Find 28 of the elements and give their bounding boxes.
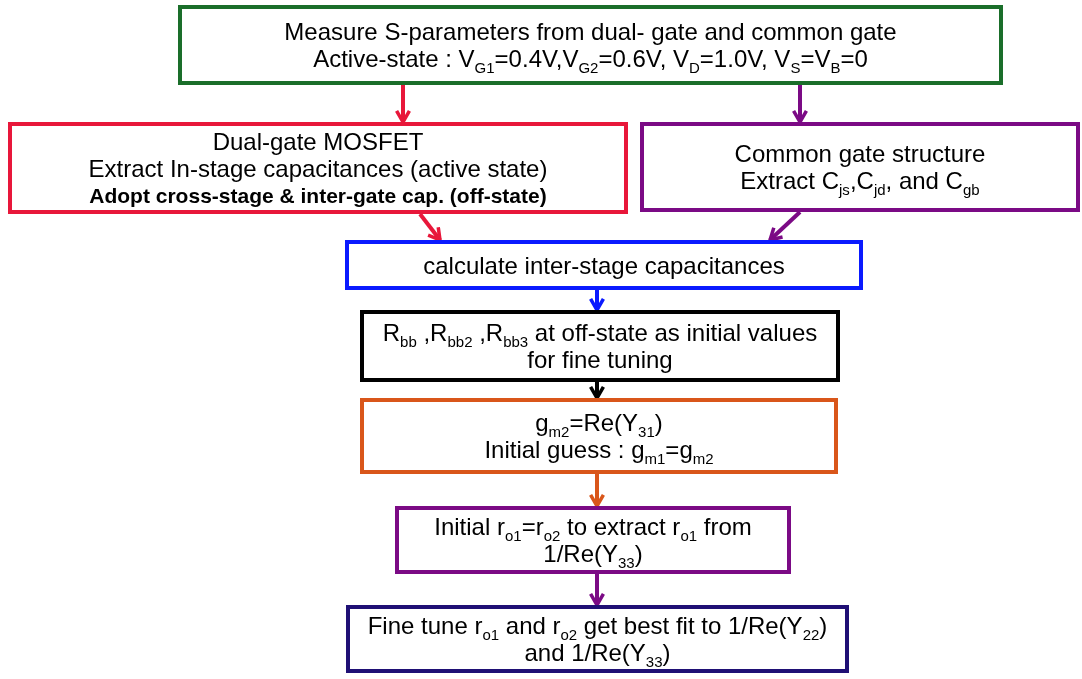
arrow [791,85,809,124]
process-box [178,5,1003,85]
arrow [418,212,442,242]
arrow [588,290,606,312]
box-text: R$_{bb}$ ,R$_{bb2}$ ,R$_{bb3}$ at off-state as initial values for fine tuning [381,319,819,373]
process-box [640,122,1080,212]
arrow [394,85,412,124]
box-text: g$_{m2}$=Re(Y$_{31}$) [535,409,663,436]
process-box [345,240,863,290]
box-text: Initial r$_{o1}$=r$_{o2}$ to extract r$_{o1}$ from 1/Re(Y$_{33}$) [433,513,753,567]
box-text: Measure S-parameters from dual- gate and common gate [284,18,897,45]
process-box [346,605,849,673]
box-text: Fine tune r$_{o1}$ and r$_{o2}$ get best fit to 1/Re(Y$_{22}$) and 1/Re(Y$_{33}$) [366,612,829,666]
box-text: Extract In-stage capacitances (active state) [88,154,548,182]
box-text: calculate inter-stage capacitances [423,251,785,279]
box-text: Active-state : V$_{G1}$=0.4V,V$_{G2}$=0.6V, V$_{D}$=1.0V, V$_{S}$=V$_{B}$=0 [313,45,868,72]
process-box [360,310,840,382]
process-box [8,122,628,214]
process-box [360,398,838,474]
arrow [588,382,606,400]
box-text: Adopt cross-stage & inter-gate cap. (off-state) [89,182,547,209]
process-box [395,506,791,574]
box-text: Common gate structure [734,140,986,167]
arrow [588,574,606,607]
arrow [768,210,802,242]
arrow [588,474,606,508]
box-text: Initial guess : g$_{m1}$=g$_{m2}$ [484,436,714,463]
box-text: Dual-gate MOSFET [212,127,424,155]
